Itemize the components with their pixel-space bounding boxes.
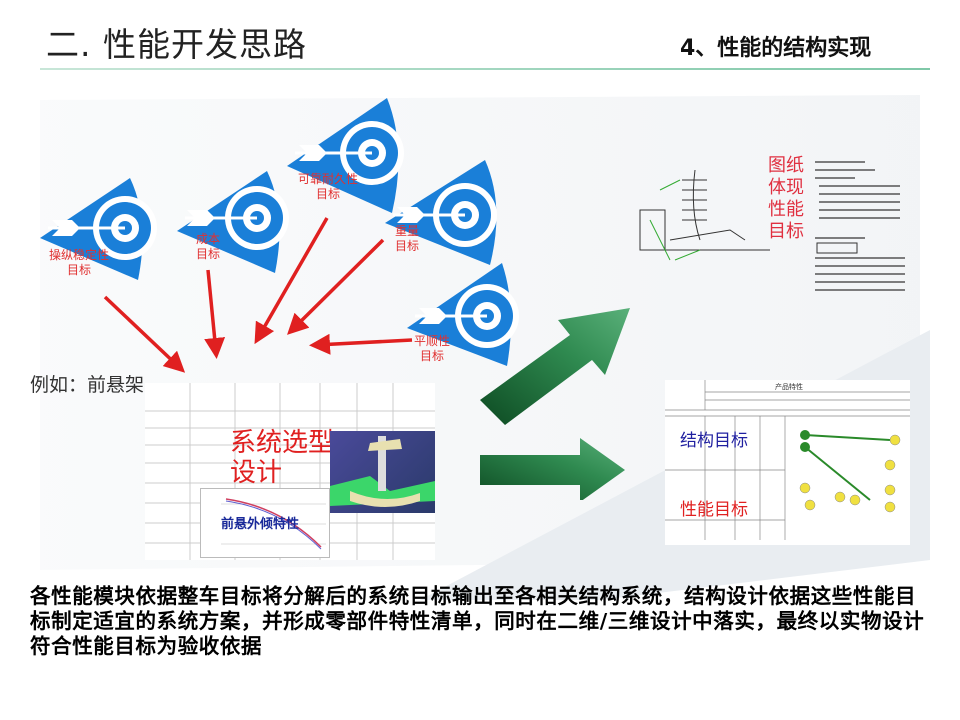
red-arrow [204, 269, 226, 359]
drawing-panel: 图纸体现性能目标 [620, 150, 910, 300]
red-arrow [287, 238, 385, 335]
target-icon [177, 171, 289, 273]
target-icon [407, 263, 519, 366]
example-label: 例如：前悬架 [30, 374, 145, 396]
summary-text: 各性能模块依据整车目标将分解后的系统目标输出至各相关结构系统，结构设计依据这些性… [30, 584, 945, 659]
target-label-line: 目标 [394, 239, 419, 253]
green-arrow-up-right [480, 308, 630, 425]
summary-line: 标制定适宜的系统方案，并形成零部件特性清单，同时在二维/三维设计中落实，最终以实… [30, 609, 925, 633]
structure-target-label: 结构目标 [680, 431, 748, 451]
section-title: 4、性能的结构实现 [680, 36, 872, 61]
target-label-line: 目标 [315, 187, 340, 201]
target-label-line: 操纵稳定性 [48, 248, 109, 262]
target-label-line: 可靠耐久性 [297, 172, 358, 186]
target-icon [40, 178, 157, 280]
target-label: 成本目标 [163, 232, 253, 262]
target-label-line: 目标 [195, 247, 220, 261]
target-label: 重量目标 [362, 224, 452, 254]
target-label-line: 目标 [66, 263, 91, 277]
performance-target-label: 性能目标 [680, 500, 748, 520]
overlay-line: 系统选型 [230, 428, 335, 458]
camber-curve-label: 前悬外倾特性 [221, 517, 300, 532]
target-icon [385, 160, 497, 265]
target-icon [287, 98, 404, 213]
green-arrow-right [480, 438, 625, 500]
overlay-line: 性能 [768, 199, 804, 220]
target-label: 可靠耐久性目标 [283, 172, 373, 202]
summary-line: 符合性能目标为验收依据 [30, 634, 263, 658]
drawing-overlay: 图纸体现性能目标 [768, 155, 804, 243]
system-selection-panel: 系统选型设计 前悬外倾特性 [145, 383, 435, 560]
title-divider [40, 68, 930, 70]
overlay-line: 图纸 [768, 155, 804, 176]
target-label: 操纵稳定性目标 [34, 248, 124, 278]
targets-diagram [40, 98, 519, 373]
target-label-line: 目标 [419, 349, 444, 363]
target-label-line: 重量 [394, 224, 419, 238]
overlay-line: 目标 [768, 221, 804, 242]
system-selection-overlay: 系统选型设计 [230, 428, 334, 488]
camber-curve-chart: 前悬外倾特性 [200, 488, 330, 558]
spec-table-grid [665, 380, 910, 540]
target-label-line: 成本 [195, 232, 220, 246]
target-label-line: 平顺性 [413, 334, 450, 348]
slide-title: 二. 性能开发思路 [46, 25, 307, 64]
overlay-line: 体现 [768, 177, 804, 198]
red-arrow [309, 333, 413, 355]
spec-header: 产品特性 [775, 383, 803, 391]
overlay-line: 设计 [230, 458, 283, 488]
summary-line: 各性能模块依据整车目标将分解后的系统目标输出至各相关结构系统，结构设计依据这些性… [30, 584, 917, 608]
green-arrows [480, 308, 630, 500]
suspension-drawing [639, 169, 770, 261]
product-spec-panel: 产品特性 结构目标 性能目标 [665, 380, 910, 545]
target-label: 平顺性目标 [387, 334, 477, 364]
drawing-notes [815, 161, 905, 291]
suspension-3d-model [330, 431, 435, 513]
red-arrow [254, 217, 329, 345]
red-arrow [103, 295, 186, 373]
